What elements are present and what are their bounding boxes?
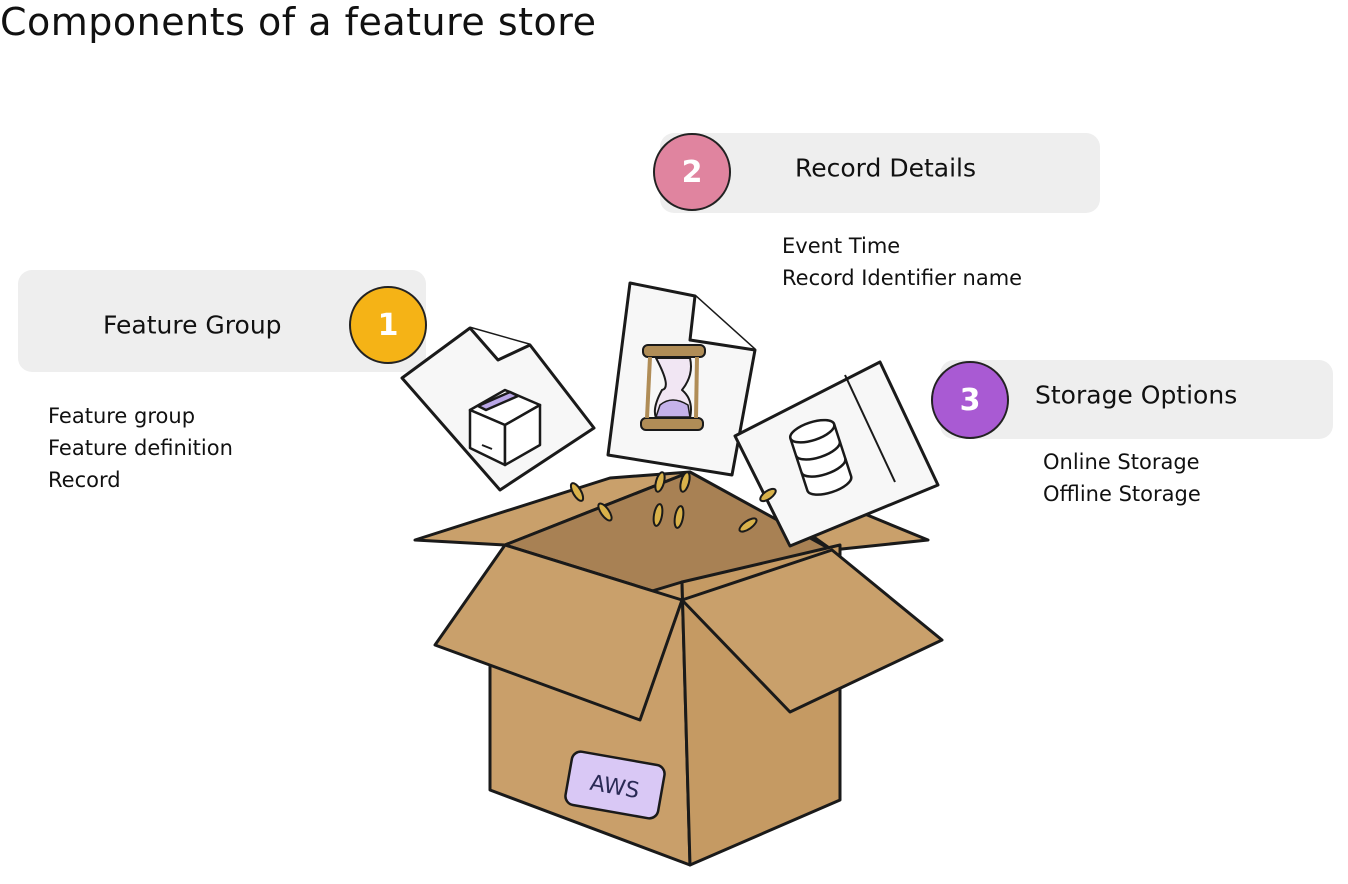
database-icon: [788, 418, 853, 496]
record-details-heading: Record Details: [795, 153, 976, 183]
record-details-panel: [660, 133, 1100, 213]
record-details-document: [606, 281, 757, 477]
falling-coins: [569, 471, 777, 533]
list-item: Record Identifier name: [782, 266, 1023, 290]
hourglass-icon: [640, 344, 706, 431]
list-item: Event Time: [782, 234, 901, 258]
step-2-badge: 2: [653, 133, 731, 211]
feature-group-heading: Feature Group: [103, 310, 282, 340]
page-title: Components of a feature store: [0, 0, 597, 44]
feature-group-list: Feature group Feature definition Record: [48, 400, 233, 496]
record-details-list: Event Time Record Identifier name: [782, 230, 1022, 294]
box-front-left-flap: [433, 543, 684, 722]
list-item: Feature definition: [48, 436, 233, 460]
list-item: Online Storage: [1043, 450, 1200, 474]
box-front-right-flap: [680, 548, 944, 714]
list-item: Offline Storage: [1043, 482, 1201, 506]
storage-options-list: Online Storage Offline Storage: [1043, 446, 1201, 510]
package-icon: [468, 388, 542, 467]
storage-options-document: [733, 360, 940, 548]
list-item: Record: [48, 468, 121, 492]
feature-group-document: [400, 326, 596, 492]
list-item: Feature group: [48, 404, 196, 428]
storage-options-heading: Storage Options: [1035, 380, 1238, 410]
step-3-badge: 3: [931, 361, 1009, 439]
aws-label: AWS: [564, 750, 666, 820]
step-1-badge: 1: [349, 286, 427, 364]
